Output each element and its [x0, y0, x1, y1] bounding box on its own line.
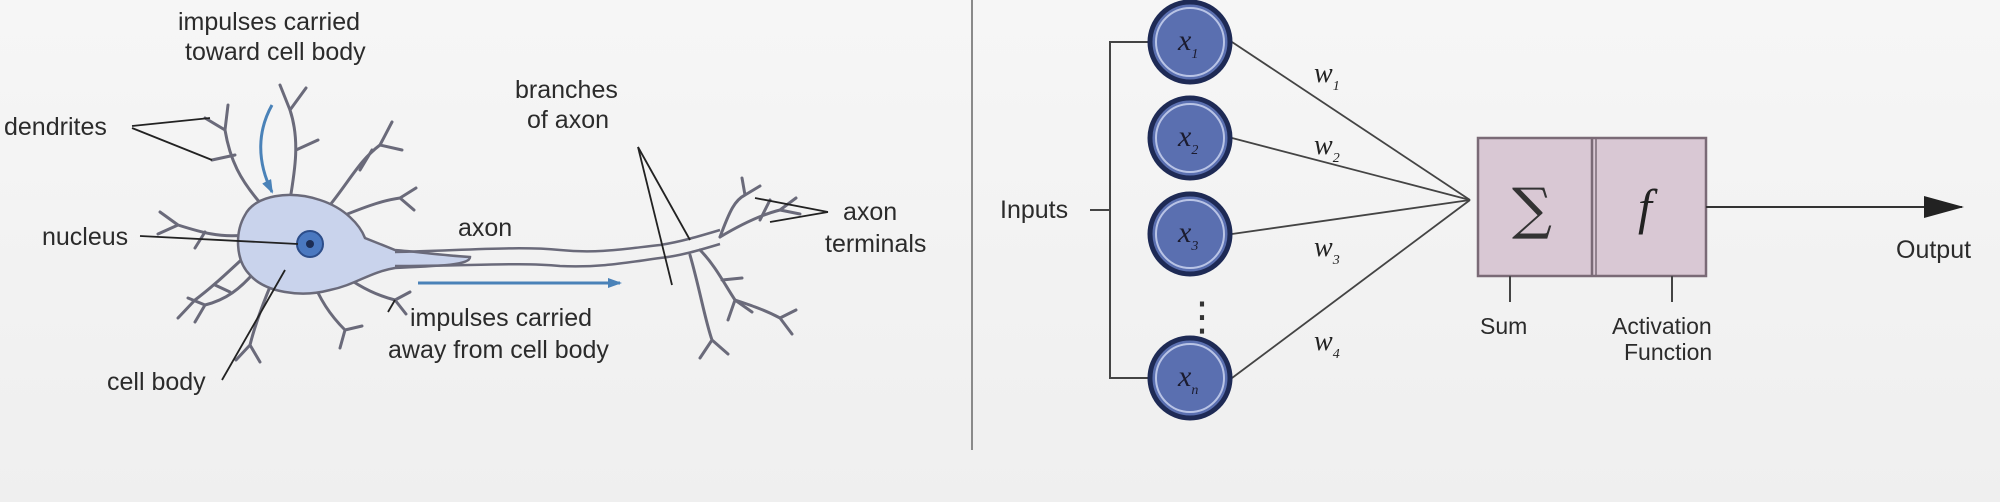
- weight-label-2: w2: [1314, 130, 1340, 166]
- svg-text:x1: x1: [1177, 24, 1198, 62]
- input-node-3: x3: [1147, 191, 1233, 277]
- label-activation-1: Activation: [1612, 313, 1712, 339]
- leader-lines: [131, 117, 829, 381]
- sum-activation-box: [1476, 136, 1708, 278]
- label-impulses-away-1: impulses carried: [410, 304, 592, 332]
- svg-text:x2: x2: [1177, 120, 1198, 158]
- neuron-diagram: impulses carried toward cell body dendri…: [4, 8, 926, 396]
- label-impulses-away-2: away from cell body: [388, 336, 609, 364]
- svg-text:x3: x3: [1177, 216, 1198, 254]
- label-impulses-toward-2: toward cell body: [185, 38, 366, 66]
- weight-label-4: w4: [1314, 326, 1340, 362]
- label-axon-terminals-1: axon: [843, 198, 897, 226]
- axon-shape: [394, 228, 721, 268]
- label-branches-1: branches: [515, 76, 618, 104]
- label-sum: Sum: [1480, 313, 1527, 339]
- svg-text:xn: xn: [1177, 360, 1198, 398]
- input-node-2: x2: [1147, 95, 1233, 181]
- label-inputs: Inputs: [1000, 196, 1068, 224]
- input-node-n: xn: [1147, 335, 1233, 421]
- label-axon: axon: [458, 214, 512, 242]
- label-cell-body: cell body: [107, 368, 206, 396]
- label-nucleus: nucleus: [42, 223, 128, 251]
- input-ellipsis: ⋮: [1182, 294, 1222, 340]
- label-activation-2: Function: [1624, 339, 1712, 365]
- weight-label-1: w1: [1314, 58, 1340, 94]
- weight-label-3: w3: [1314, 232, 1340, 268]
- label-axon-terminals-2: terminals: [825, 230, 926, 258]
- sum-symbol: ∑: [1512, 177, 1552, 242]
- label-output: Output: [1896, 236, 1971, 264]
- label-impulses-toward-1: impulses carried: [178, 8, 360, 36]
- cell-body-shape: [236, 193, 472, 295]
- inputs-bracket: [1090, 41, 1148, 379]
- weight-lines: [1231, 41, 1471, 379]
- impulse-toward-arrow: [259, 104, 274, 194]
- label-dendrites: dendrites: [4, 113, 107, 141]
- input-node-1: x1: [1147, 0, 1233, 85]
- axon-terminal-branches: [688, 176, 802, 360]
- perceptron-diagram: Inputs x1 x2 x3 ⋮ xn: [1000, 0, 1971, 421]
- label-branches-2: of axon: [527, 106, 609, 134]
